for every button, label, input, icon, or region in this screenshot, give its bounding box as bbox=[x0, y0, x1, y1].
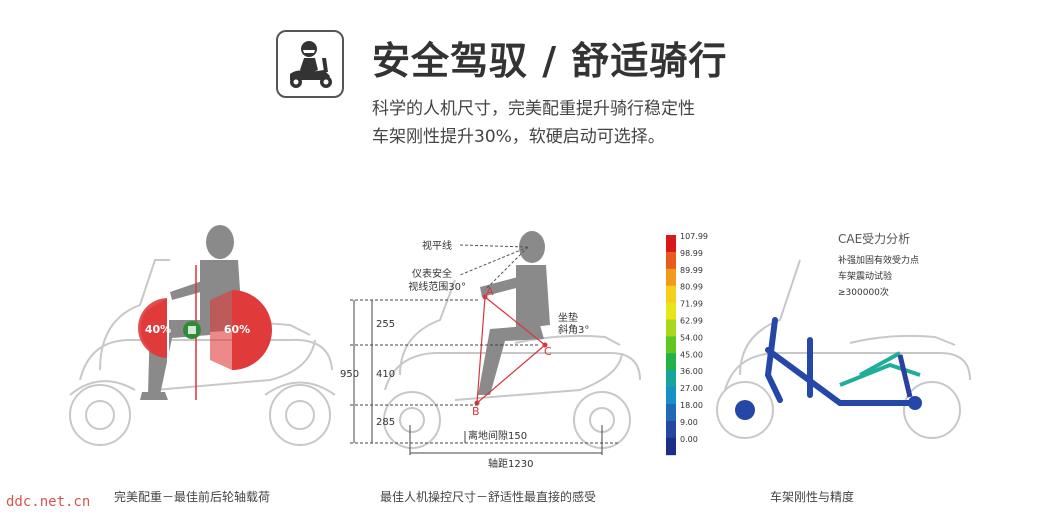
scale-swatch bbox=[666, 235, 676, 253]
page-title: 安全驾驭 / 舒适骑行 bbox=[372, 39, 728, 83]
scale-swatch bbox=[666, 336, 676, 354]
dim-950: 950 bbox=[340, 369, 359, 380]
dash-view-label-2: 视线范围30° bbox=[408, 280, 466, 293]
scale-swatch bbox=[666, 268, 676, 287]
scale-label: 62.99 bbox=[680, 317, 703, 326]
scale-swatch bbox=[666, 251, 676, 270]
watermark: ddc.net.cn bbox=[6, 494, 91, 510]
scale-swatch bbox=[666, 420, 676, 439]
ergonomics-figure: 视平线 仪表安全 视线范围30° A B C 坐垫 斜角3° 255 950 4… bbox=[340, 231, 641, 470]
stress-color-scale bbox=[666, 235, 676, 456]
point-b-label: B bbox=[472, 405, 480, 418]
scale-swatch bbox=[666, 285, 676, 304]
scale-swatch bbox=[666, 370, 676, 388]
rear-load-label: 60% bbox=[224, 323, 250, 336]
scale-swatch bbox=[666, 387, 676, 405]
scale-label: 71.99 bbox=[680, 300, 703, 309]
seat-angle-label-1: 坐垫 bbox=[558, 311, 578, 324]
scale-swatch bbox=[666, 302, 676, 320]
point-a-label: A bbox=[486, 285, 494, 298]
cae-note-3: ≥300000次 bbox=[838, 286, 889, 298]
scale-label: 54.00 bbox=[680, 333, 703, 342]
scale-swatch bbox=[666, 353, 676, 371]
scale-label: 98.99 bbox=[680, 249, 703, 258]
scale-label: 36.00 bbox=[680, 367, 703, 376]
scale-label: 80.99 bbox=[680, 283, 703, 292]
weight-distribution-figure: 40% 60% bbox=[69, 225, 336, 446]
panel1-caption: 完美配重－最佳前后轮轴载荷 bbox=[114, 490, 271, 504]
scale-label: 27.00 bbox=[680, 384, 703, 393]
dim-285: 285 bbox=[376, 417, 395, 428]
scale-label: 45.00 bbox=[680, 350, 703, 359]
scale-label: 18.00 bbox=[680, 401, 703, 410]
cae-title: CAE受力分析 bbox=[838, 232, 910, 246]
scale-label: 107.99 bbox=[680, 232, 708, 241]
point-c-label: C bbox=[544, 345, 552, 358]
scale-label: 89.99 bbox=[680, 266, 703, 275]
scale-swatch bbox=[666, 437, 676, 456]
panel2-caption: 最佳人机操控尺寸－舒适性最直接的感受 bbox=[380, 490, 597, 504]
ground-clearance-label: 离地间隙150 bbox=[468, 429, 527, 442]
panel3-caption: 车架刚性与精度 bbox=[770, 490, 855, 504]
cae-figure: 107.99 98.99 89.99 80.99 71.99 62.99 54.00 45.0… bbox=[666, 232, 971, 456]
cae-note-2: 车架震动试验 bbox=[838, 270, 892, 282]
dim-410: 410 bbox=[376, 369, 395, 380]
dim-255: 255 bbox=[376, 319, 395, 330]
dash-view-label-1: 仪表安全 bbox=[412, 267, 452, 280]
scooter-rider-icon bbox=[276, 30, 344, 98]
cae-note-1: 补强加固有效受力点 bbox=[838, 254, 919, 266]
subtitle-line-1: 科学的人机尺寸，完美配重提升骑行稳定性 bbox=[372, 99, 695, 119]
seat-angle-label-2: 斜角3° bbox=[558, 323, 589, 336]
subtitle-line-2: 车架刚性提升30%，软硬启动可选择。 bbox=[372, 127, 665, 147]
sightline-label: 视平线 bbox=[422, 239, 452, 252]
front-load-label: 40% bbox=[145, 323, 171, 336]
wheelbase-label: 轴距1230 bbox=[488, 457, 533, 470]
scale-swatch bbox=[666, 319, 676, 337]
scale-swatch bbox=[666, 404, 676, 422]
scale-label: 9.00 bbox=[680, 418, 698, 427]
scale-label: 0.00 bbox=[680, 435, 698, 444]
